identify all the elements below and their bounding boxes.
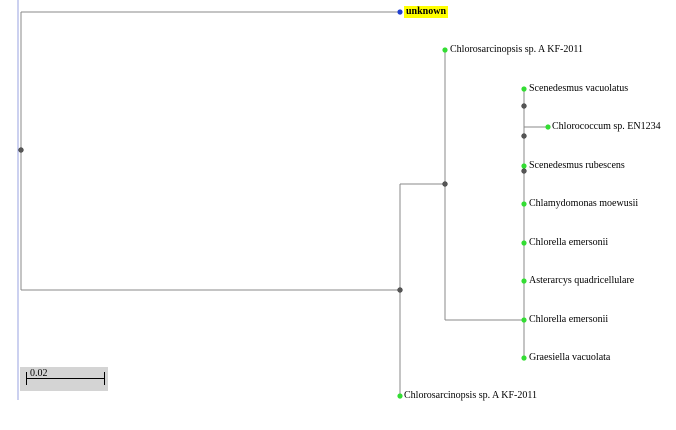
scale-bar-line	[26, 378, 104, 379]
leaf-label-asterarcys[interactable]: Asterarcys quadricellulare	[529, 275, 635, 286]
leaf-label-chlorella-1[interactable]: Chlorella emersonii	[529, 237, 609, 248]
leaf-node-chlorosarcinopsis-top[interactable]	[442, 47, 448, 53]
leaf-node-graesiella[interactable]	[521, 355, 527, 361]
leaf-node-chlorella-2[interactable]	[521, 317, 527, 323]
leaf-node-chlorococcum[interactable]	[545, 124, 551, 130]
internal-node-a[interactable]	[397, 287, 403, 293]
scale-bar-tick-left	[26, 372, 27, 385]
scale-bar: 0.02	[20, 367, 108, 391]
leaf-label-graesiella[interactable]: Graesiella vacuolata	[529, 352, 611, 363]
internal-node-b[interactable]	[442, 181, 448, 187]
root-node[interactable]	[18, 147, 24, 153]
leaf-node-chlamydomonas[interactable]	[521, 201, 527, 207]
internal-node-e[interactable]	[521, 168, 527, 174]
leaf-label-chlorosarcinopsis-top[interactable]: Chlorosarcinopsis sp. A KF-2011	[450, 44, 583, 55]
leaf-label-chlorosarcinopsis-bottom[interactable]: Chlorosarcinopsis sp. A KF-2011	[404, 390, 537, 401]
leaf-node-unknown[interactable]	[397, 9, 403, 15]
leaf-label-chlamydomonas[interactable]: Chlamydomonas moewusii	[529, 198, 639, 209]
leaf-node-asterarcys[interactable]	[521, 278, 527, 284]
leaf-node-chlorella-1[interactable]	[521, 240, 527, 246]
leaf-node-scenedesmus-rubescens[interactable]	[521, 163, 527, 169]
leaf-node-chlorosarcinopsis-bottom[interactable]	[397, 393, 403, 399]
internal-node-d[interactable]	[521, 133, 527, 139]
leaf-label-scenedesmus-vacuolatus[interactable]: Scenedesmus vacuolatus	[529, 83, 629, 94]
leaf-label-chlorella-2[interactable]: Chlorella emersonii	[529, 314, 609, 325]
scale-bar-label: 0.02	[30, 368, 48, 379]
leaf-label-scenedesmus-rubescens[interactable]: Scenedesmus rubescens	[529, 160, 625, 171]
internal-node-c[interactable]	[521, 103, 527, 109]
leaf-label-chlorococcum[interactable]: Chlorococcum sp. EN1234	[552, 121, 661, 132]
leaf-node-scenedesmus-vacuolatus[interactable]	[521, 86, 527, 92]
scale-bar-tick-right	[104, 372, 105, 385]
leaf-label-unknown[interactable]: unknown	[404, 6, 449, 18]
